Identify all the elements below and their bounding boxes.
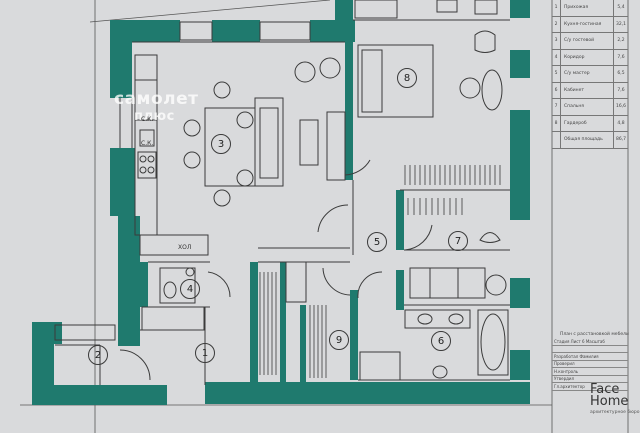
- stamp-row: [552, 346, 628, 353]
- stamp-row: Проверил: [552, 361, 628, 368]
- stamp-row: Гл.архитектор: [552, 383, 628, 391]
- stamp-row: Н.контроль: [552, 368, 628, 376]
- room-number-9: 9: [329, 330, 349, 350]
- watermark-line1: самолет: [114, 89, 199, 109]
- logo-line1: Face: [590, 382, 620, 397]
- label-hol: ХОЛ: [178, 244, 192, 251]
- title-block: Стадия Лист 6 Масштаб Разработал Фамилия…: [552, 338, 628, 391]
- wardrobe-hatching: [259, 165, 501, 378]
- room-number-6: 6: [431, 331, 451, 351]
- sheet-title: План с расстановкой мебели: [560, 332, 629, 337]
- interior-walls: [54, 0, 510, 385]
- label-sk1: С.К.: [141, 116, 154, 123]
- stamp-row: Стадия Лист 6 Масштаб: [552, 338, 628, 346]
- company-logo: Face Home: [590, 382, 629, 409]
- label-sk2: С.К.: [141, 140, 154, 147]
- room-number-7: 7: [448, 231, 468, 251]
- stamp-row: Разработал Фамилия: [552, 353, 628, 361]
- watermark: самолет плюс: [114, 90, 198, 126]
- room-number-1: 1: [195, 343, 215, 363]
- room-number-2: 2: [88, 345, 108, 365]
- stamp-row: Утвердил: [552, 376, 628, 383]
- room-number-5: 5: [367, 232, 387, 252]
- logo-line2: Home: [590, 394, 629, 409]
- room-number-3: 3: [211, 134, 231, 154]
- room-number-4: 4: [180, 279, 200, 299]
- watermark-line2: плюс: [134, 109, 175, 124]
- room-number-8: 8: [397, 68, 417, 88]
- logo-subtitle: архитектурное бюро: [590, 410, 640, 415]
- walls: [32, 0, 530, 405]
